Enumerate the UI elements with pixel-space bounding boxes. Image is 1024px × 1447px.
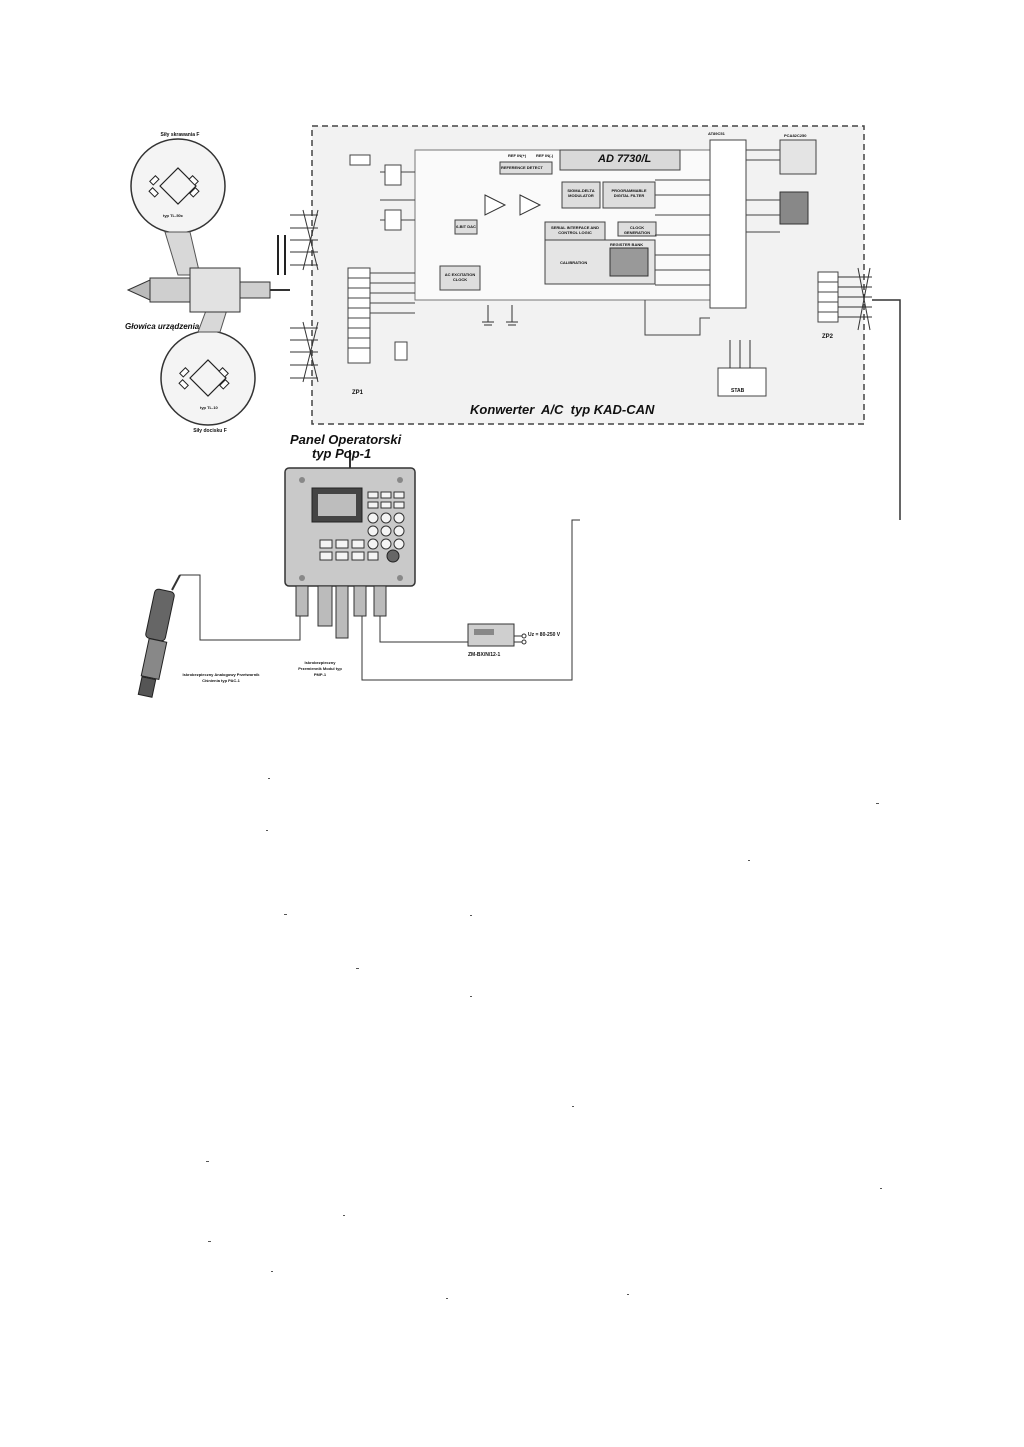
chip-title: AD 7730/L (598, 153, 652, 165)
bridge-top-circle (130, 138, 226, 234)
reference-detect-label: REFERENCE DETECT (501, 165, 543, 170)
power-block-label: PCA82C250 (784, 133, 807, 138)
transducer-caption: Iskrobezpieczny Analogowy Przetwornik Ci… (182, 672, 260, 683)
sensor-bottom-type: typ TL-10 (200, 405, 218, 410)
zp1-label: ZP1 (352, 390, 364, 396)
controller-label: AT89C51 (708, 131, 725, 136)
dac-label: 6-BIT DAC (456, 224, 476, 229)
controller-block (709, 139, 747, 309)
register-bank-label: REGISTER BANK (610, 242, 644, 247)
pressure-transducer-shape (137, 574, 181, 698)
ref-in-minus-label: REF IN(-) (536, 153, 554, 158)
panel-title-line2: typ Pop-1 (312, 446, 372, 461)
zp2-label: ZP2 (822, 334, 834, 340)
sensor-top-type: typ TL-50c (163, 213, 184, 218)
modulator-label: SIGMA-DELTA MODULATOR (567, 188, 595, 198)
ac-excitation-label: AC EXCITATION CLOCK (444, 272, 476, 282)
power-unit-label: ZM-BX/N/12-1 (468, 652, 501, 658)
module-caption: Iskrobezpieczny Przemiennik Modul typ PM… (298, 660, 342, 677)
panel-title-line1: Panel Operatorski (290, 432, 402, 447)
power-supply-label: Uz = 80-250 V (528, 632, 561, 638)
stab-label: STAB (731, 388, 745, 394)
converter-title: Konwerter A/C typ KAD-CAN (470, 402, 655, 417)
sensor-top-caption: Siły skrawania F (160, 132, 200, 138)
bridge-bottom-circle (160, 330, 256, 426)
sensor-bottom-caption: Siły docisku F (193, 428, 227, 434)
zp1-connector (347, 267, 371, 364)
clock-generation-label: CLOCK GENERATION (623, 225, 651, 235)
head-title: Głowica urządzenia (125, 322, 200, 331)
digital-filter-label: PROGRAMMABLE DIGITAL FILTER (611, 188, 647, 198)
calibration-label: CALIBRATION (560, 260, 588, 265)
ref-in-plus-label: REF IN(+) (508, 153, 527, 158)
serial-interface-label: SERIAL INTERFACE AND CONTROL LOGIC (550, 225, 599, 235)
